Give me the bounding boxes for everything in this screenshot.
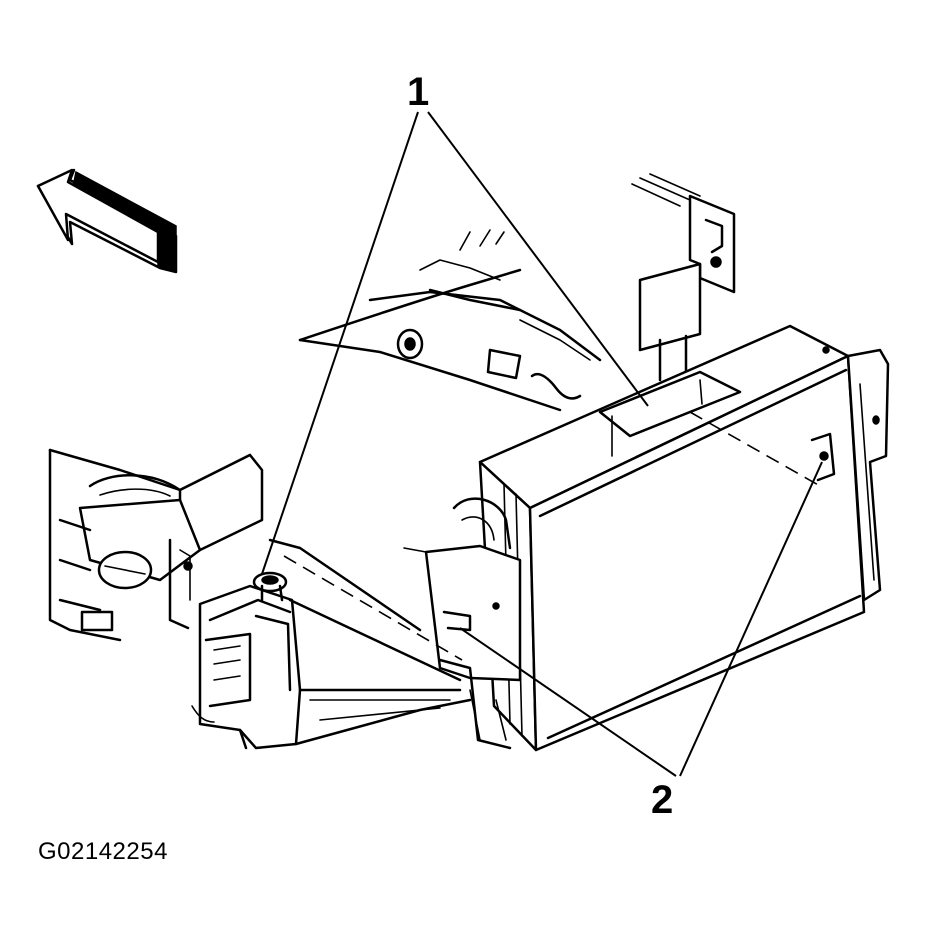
left-frame-structure	[48, 448, 264, 642]
body-structure	[298, 229, 602, 412]
front-direction-arrow-icon	[36, 168, 178, 274]
figure-id-label: G02142254	[38, 838, 168, 865]
alignment-lines	[283, 411, 821, 661]
callout-2-leaders	[459, 461, 823, 777]
callout-label-2: 2	[651, 778, 674, 822]
cooler-core	[403, 324, 890, 752]
lower-left-bracket	[191, 571, 302, 750]
lower-rail	[268, 538, 472, 746]
callout-1-leaders	[261, 111, 649, 575]
callout-label-1: 1	[407, 70, 430, 114]
